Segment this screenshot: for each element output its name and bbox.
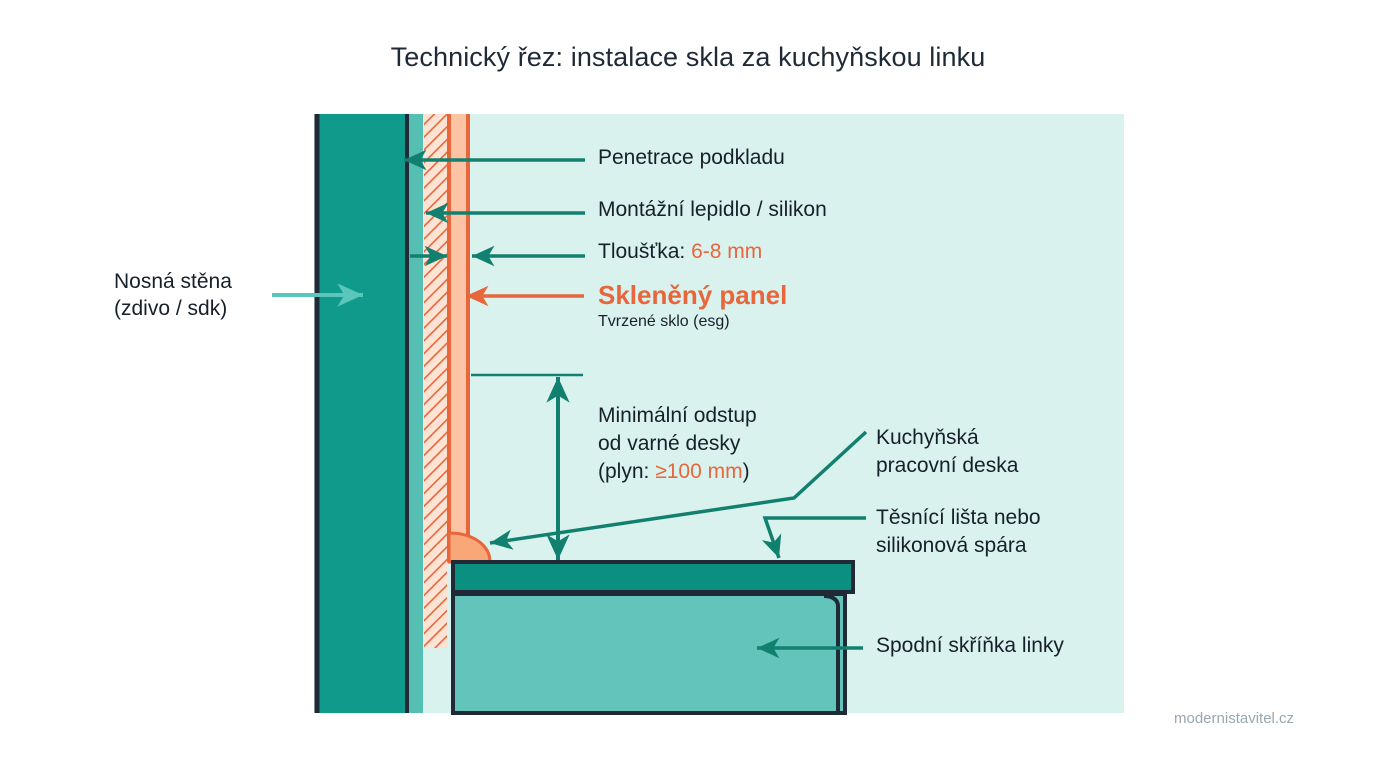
- label-worktop-line1: Kuchyňská: [876, 426, 979, 449]
- label-seal: Těsnící lišta nebo silikonová spára: [876, 504, 1041, 560]
- adhesive-layer: [424, 114, 447, 648]
- label-clearance-line2: od varné desky: [598, 432, 741, 455]
- label-glass-panel-sub: Tvrzené sklo (esg): [598, 313, 730, 330]
- leader-worktop: [489, 430, 868, 550]
- page-title: Technický řez: instalace skla za kuchyňs…: [390, 42, 986, 72]
- label-penetration: Penetrace podkladu: [598, 146, 785, 169]
- label-wall-line1: Nosná stěna: [114, 270, 232, 293]
- label-seal-line1: Těsnící lišta nebo: [876, 506, 1041, 529]
- label-thickness: Tloušťka: 6-8 mm: [598, 240, 762, 264]
- label-clearance-line1: Minimální odstup: [598, 404, 757, 427]
- label-clearance-suffix: ): [742, 460, 750, 483]
- label-worktop: Kuchyňská pracovní deska: [876, 424, 1018, 480]
- label-glass-panel: Skleněný panel: [598, 280, 788, 310]
- watermark: modernistavitel.cz: [1174, 710, 1295, 727]
- leader-seal: [761, 516, 866, 559]
- label-clearance: Minimální odstup od varné desky (plyn: ≥…: [598, 402, 757, 486]
- label-wall: Nosná stěna (zdivo / sdk): [114, 268, 232, 322]
- label-adhesive: Montážní lepidlo / silikon: [598, 198, 827, 221]
- label-clearance-prefix: (plyn:: [598, 460, 650, 483]
- label-clearance-value: ≥100 mm: [655, 460, 743, 483]
- label-worktop-line2: pracovní deska: [876, 454, 1019, 477]
- label-thickness-text: Tloušťka:: [598, 240, 686, 263]
- cabinet-door-handle: [823, 594, 840, 713]
- label-cabinet: Spodní skříňka linky: [876, 634, 1064, 657]
- label-seal-line2: silikonová spára: [876, 534, 1027, 557]
- glass-panel-layer: [448, 114, 470, 562]
- wall-layer: [316, 114, 409, 713]
- label-wall-line2: (zdivo / sdk): [114, 297, 228, 320]
- label-thickness-value: 6-8 mm: [691, 240, 763, 263]
- worktop: [451, 560, 855, 594]
- primer-layer: [409, 114, 423, 713]
- label-clearance-line3: (plyn: ≥100 mm): [598, 458, 757, 486]
- cabinet-body: [451, 592, 847, 715]
